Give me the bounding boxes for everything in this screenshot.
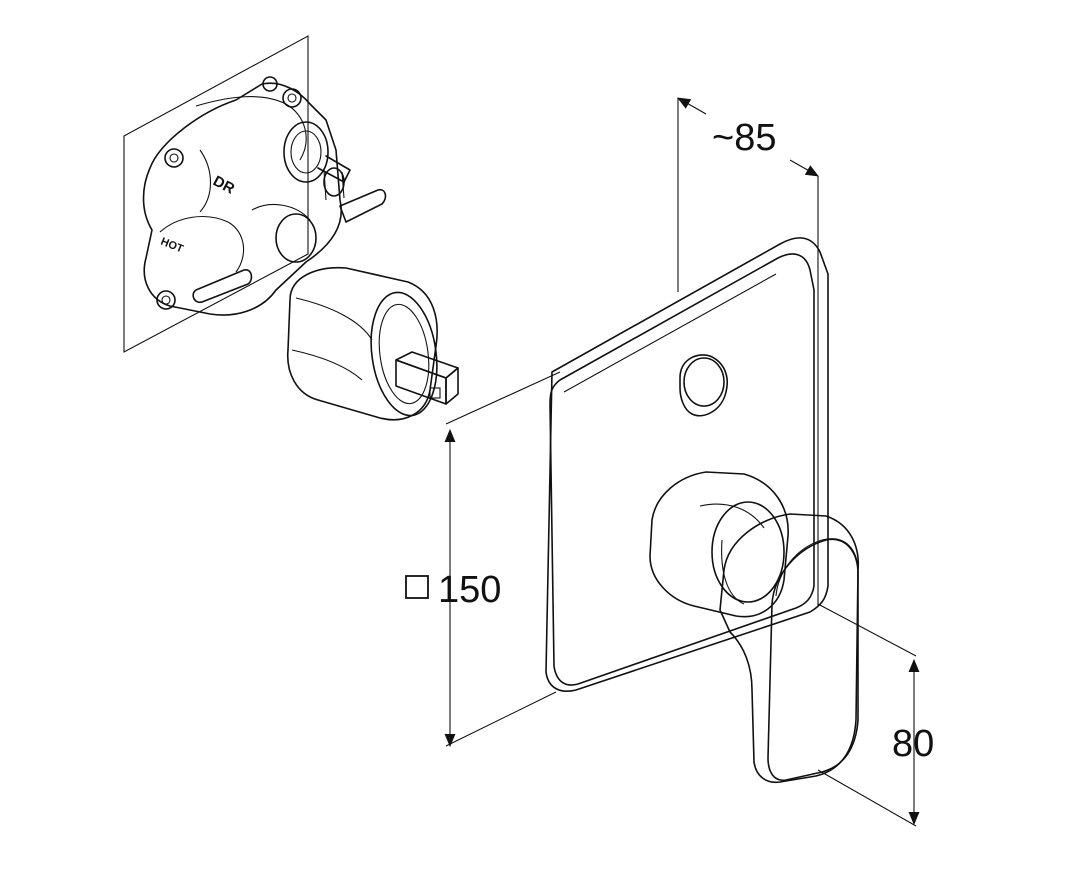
- dimension-depth-label: ~85: [712, 117, 776, 159]
- rough-in-valve-body: DR HOT: [123, 35, 459, 421]
- wall-plane: [123, 35, 309, 353]
- valve-housing: [142, 82, 342, 316]
- trim-plate: [545, 237, 860, 784]
- label-hot: HOT: [159, 236, 185, 256]
- label-dr: DR: [210, 173, 237, 198]
- cartridge: [286, 266, 459, 421]
- diverter-button: [679, 354, 728, 417]
- diverter-stem: [283, 121, 351, 201]
- handle-base: [649, 471, 789, 618]
- square-symbol-icon: [405, 575, 429, 599]
- dimension-handle-label: 80: [892, 723, 934, 765]
- dimension-plate-label: 150: [438, 569, 501, 611]
- trim-plate-face: [549, 253, 815, 686]
- dimension-lines: [444, 97, 920, 827]
- lever-handle: [719, 513, 860, 784]
